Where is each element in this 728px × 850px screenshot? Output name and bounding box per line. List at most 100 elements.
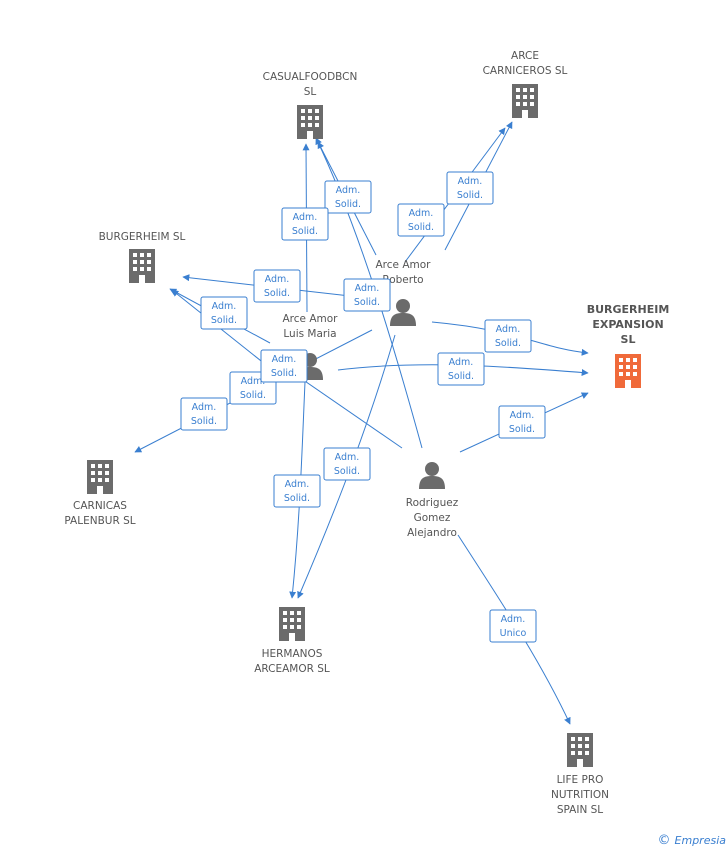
edge-label-box <box>343 278 391 312</box>
edge-role-label[interactable]: Adm. Solid. <box>498 405 546 439</box>
edge-label-box <box>397 203 445 237</box>
company-node-life-pro[interactable]: LIFE PRO NUTRITION SPAIN SL <box>551 733 609 816</box>
edge-label-line: Adm. <box>409 208 434 219</box>
node-label-line: SPAIN SL <box>557 804 603 816</box>
person-icon <box>390 299 416 326</box>
edge-label-box <box>180 397 228 431</box>
edge-label-line: Adm. <box>510 410 535 421</box>
edge-label-line: Adm. <box>458 176 483 187</box>
building-icon <box>297 105 323 139</box>
edge-label-box <box>323 447 371 481</box>
edge-label-box <box>498 405 546 439</box>
person-icon <box>419 462 445 489</box>
edge-label-line: Solid. <box>334 466 360 477</box>
building-icon <box>567 733 593 767</box>
edge-role-label[interactable]: Adm. Solid. <box>200 296 248 330</box>
edge-role-label[interactable]: Adm. Solid. <box>343 278 391 312</box>
edge-role-label[interactable]: Adm. Solid. <box>324 180 372 214</box>
edge-label-line: Solid. <box>191 416 217 427</box>
edge-label-line: Adm. <box>335 452 360 463</box>
edge-label-line: Adm. <box>355 283 380 294</box>
edge-label-line: Adm. <box>265 274 290 285</box>
edge-label-line: Solid. <box>211 315 237 326</box>
edge-label-line: Solid. <box>495 338 521 349</box>
node-label-line: EXPANSION <box>592 318 663 331</box>
edge-label-line: Solid. <box>335 199 361 210</box>
brand-logo: Empresia <box>674 834 726 847</box>
edge-label-line: Adm. <box>501 614 526 625</box>
edge-role-label[interactable]: Adm. Solid. <box>180 397 228 431</box>
edge-labels-layer: Adm. Solid. Adm. Solid. Adm. Solid. Adm. Solid.… <box>180 171 546 643</box>
edge-label-box <box>324 180 372 214</box>
edge-label-line: Adm. <box>496 324 521 335</box>
edge-role-label[interactable]: Adm.Unico <box>489 609 537 643</box>
edge-label-line: Adm. <box>285 479 310 490</box>
node-label-line: ARCEAMOR SL <box>254 663 330 675</box>
edge-label-line: Solid. <box>292 226 318 237</box>
copyright-icon: © <box>657 833 671 848</box>
edge-label-box <box>437 352 485 386</box>
edge-label-box <box>253 269 301 303</box>
edge-label-line: Solid. <box>284 493 310 504</box>
edge-role-label[interactable]: Adm. Solid. <box>437 352 485 386</box>
node-label-line: CASUALFOODBCN <box>263 71 358 83</box>
node-label-line: BURGERHEIM <box>587 303 670 316</box>
node-label-line: Luis Maria <box>283 328 336 340</box>
edge-role-label[interactable]: Adm. Solid. <box>397 203 445 237</box>
node-label-line: SL <box>304 86 317 98</box>
edge-role-label[interactable]: Adm. Solid. <box>446 171 494 205</box>
building-icon <box>129 249 155 283</box>
edge-role-label[interactable]: Adm. Solid. <box>281 207 329 241</box>
edge-role-label[interactable]: Adm. Solid. <box>273 474 321 508</box>
building-icon <box>615 354 641 388</box>
edge-label-line: Solid. <box>271 368 297 379</box>
edge-label-line: Adm. <box>192 402 217 413</box>
edge-label-box <box>446 171 494 205</box>
node-label-line: Rodriguez <box>406 497 459 509</box>
edge-label-box <box>273 474 321 508</box>
edge-label-line: Adm. <box>212 301 237 312</box>
edge-label-box <box>489 609 537 643</box>
building-icon <box>512 84 538 118</box>
node-label-line: LIFE PRO <box>557 774 604 786</box>
node-label-line: PALENBUR SL <box>64 515 135 527</box>
edge-label-line: Solid. <box>448 371 474 382</box>
edge-label-line: Adm. <box>336 185 361 196</box>
node-label-line: Roberto <box>382 274 423 286</box>
company-node-burgerheim-sl[interactable]: BURGERHEIM SL <box>99 231 186 283</box>
building-icon <box>279 607 305 641</box>
node-label-line: CARNICAS <box>73 500 127 512</box>
edge-label-line: Solid. <box>408 222 434 233</box>
edge-label-box <box>281 207 329 241</box>
node-label-line: CARNICEROS SL <box>483 65 568 77</box>
edge-label-line: Solid. <box>457 190 483 201</box>
edge-label-box <box>484 319 532 353</box>
edge-role-label[interactable]: Adm. Solid. <box>484 319 532 353</box>
edge-role-label[interactable]: Adm. Solid. <box>253 269 301 303</box>
node-label-line: Alejandro <box>407 527 457 539</box>
edge-label-line: Adm. <box>293 212 318 223</box>
edge-label-line: Solid. <box>264 288 290 299</box>
footer-brand[interactable]: © Empresia <box>658 833 726 848</box>
edge-label-line: Solid. <box>354 297 380 308</box>
node-label-line: Gomez <box>414 512 451 524</box>
edge-label-line: Solid. <box>509 424 535 435</box>
building-icon <box>87 460 113 494</box>
edge-role-label[interactable]: Adm. Solid. <box>323 447 371 481</box>
edge-label-line: Adm. <box>272 354 297 365</box>
company-node-casualfoodbcn[interactable]: CASUALFOODBCN SL <box>263 71 358 139</box>
company-node-carnicas-palenbur[interactable]: CARNICAS PALENBUR SL <box>64 460 136 527</box>
edge-label-line: Adm. <box>449 357 474 368</box>
edge-label-box <box>260 349 308 383</box>
node-label-line: NUTRITION <box>551 789 609 801</box>
edge-role-label[interactable]: Adm. Solid. <box>260 349 308 383</box>
node-label-line: Arce Amor <box>376 259 432 271</box>
